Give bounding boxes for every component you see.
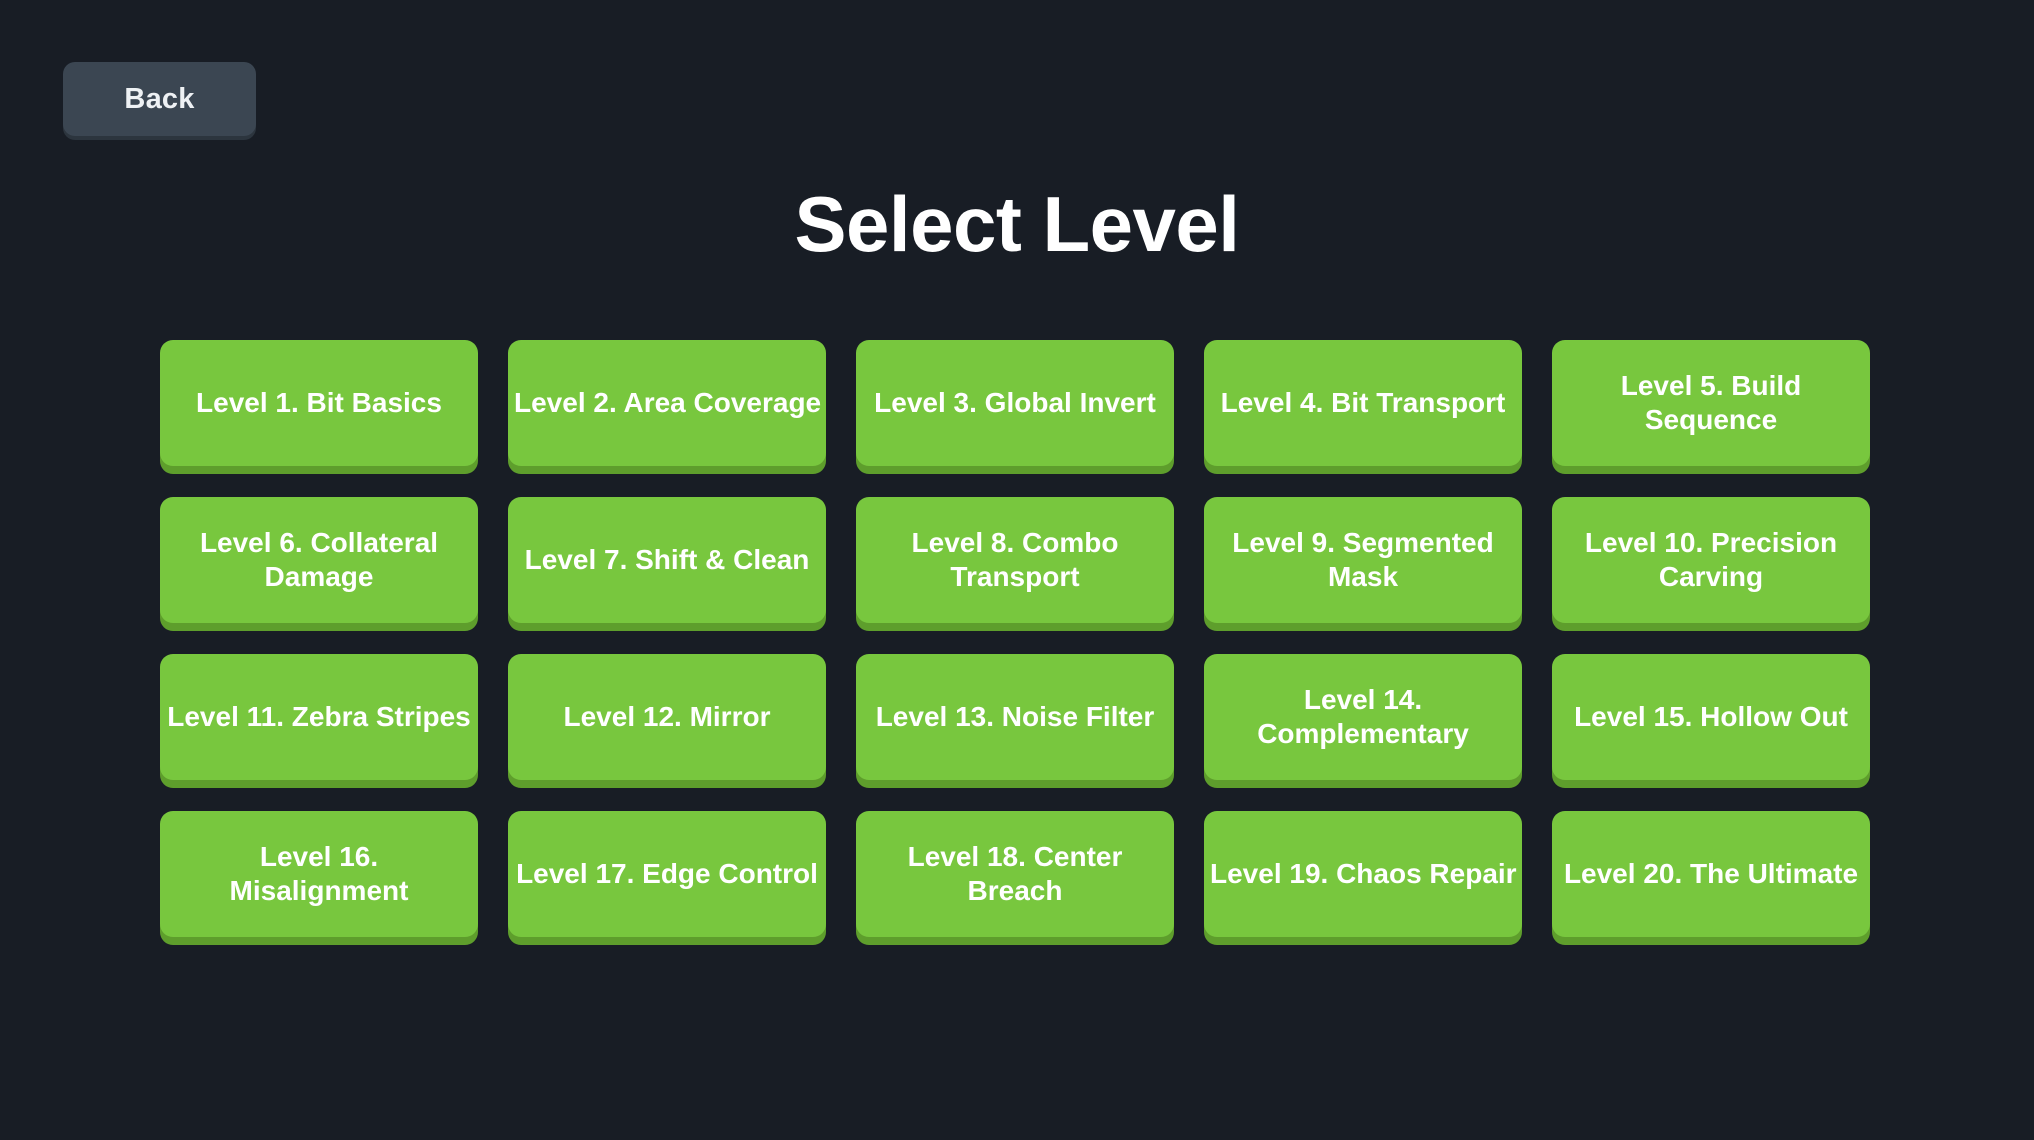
level-button-label: Level 11. Zebra Stripes: [167, 701, 471, 733]
level-button-label: Level 18. Center Breach: [907, 841, 1123, 906]
level-button-label: Level 14. Complementary: [1257, 684, 1469, 749]
level-button-10[interactable]: Level 10. Precision Carving: [1552, 497, 1870, 623]
level-button-2[interactable]: Level 2. Area Coverage: [508, 340, 826, 466]
level-button-label: Level 13. Noise Filter: [875, 701, 1155, 733]
level-button-label: Level 5. Build Sequence: [1620, 370, 1802, 435]
level-button-17[interactable]: Level 17. Edge Control: [508, 811, 826, 937]
level-button-8[interactable]: Level 8. Combo Transport: [856, 497, 1174, 623]
level-button-label: Level 12. Mirror: [563, 701, 771, 733]
level-button-12[interactable]: Level 12. Mirror: [508, 654, 826, 780]
level-button-label: Level 3. Global Invert: [874, 387, 1156, 419]
level-button-7[interactable]: Level 7. Shift & Clean: [508, 497, 826, 623]
level-button-label: Level 4. Bit Transport: [1220, 387, 1506, 419]
level-button-label: Level 15. Hollow Out: [1574, 701, 1848, 733]
level-button-19[interactable]: Level 19. Chaos Repair: [1204, 811, 1522, 937]
level-button-9[interactable]: Level 9. Segmented Mask: [1204, 497, 1522, 623]
level-button-label: Level 16. Misalignment: [229, 841, 409, 906]
level-button-6[interactable]: Level 6. Collateral Damage: [160, 497, 478, 623]
level-button-16[interactable]: Level 16. Misalignment: [160, 811, 478, 937]
level-button-20[interactable]: Level 20. The Ultimate: [1552, 811, 1870, 937]
level-button-label: Level 2. Area Coverage: [514, 387, 822, 419]
back-button[interactable]: Back: [63, 62, 256, 136]
level-button-label: Level 8. Combo Transport: [911, 527, 1119, 592]
level-button-4[interactable]: Level 4. Bit Transport: [1204, 340, 1522, 466]
level-button-label: Level 20. The Ultimate: [1563, 858, 1859, 890]
level-button-label: Level 7. Shift & Clean: [524, 544, 810, 576]
level-button-15[interactable]: Level 15. Hollow Out: [1552, 654, 1870, 780]
level-button-label: Level 9. Segmented Mask: [1232, 527, 1494, 592]
level-grid: Level 1. Bit Basics Level 2. Area Coverag…: [160, 340, 1874, 937]
level-button-label: Level 17. Edge Control: [516, 858, 818, 890]
level-button-14[interactable]: Level 14. Complementary: [1204, 654, 1522, 780]
level-button-3[interactable]: Level 3. Global Invert: [856, 340, 1174, 466]
level-button-label: Level 6. Collateral Damage: [199, 527, 439, 592]
level-button-11[interactable]: Level 11. Zebra Stripes: [160, 654, 478, 780]
level-button-label: Level 10. Precision Carving: [1584, 527, 1838, 592]
level-button-5[interactable]: Level 5. Build Sequence: [1552, 340, 1870, 466]
level-button-1[interactable]: Level 1. Bit Basics: [160, 340, 478, 466]
level-button-18[interactable]: Level 18. Center Breach: [856, 811, 1174, 937]
level-button-13[interactable]: Level 13. Noise Filter: [856, 654, 1174, 780]
level-button-label: Level 19. Chaos Repair: [1210, 858, 1517, 890]
level-button-label: Level 1. Bit Basics: [196, 387, 442, 419]
page-title: Select Level: [794, 180, 1240, 268]
